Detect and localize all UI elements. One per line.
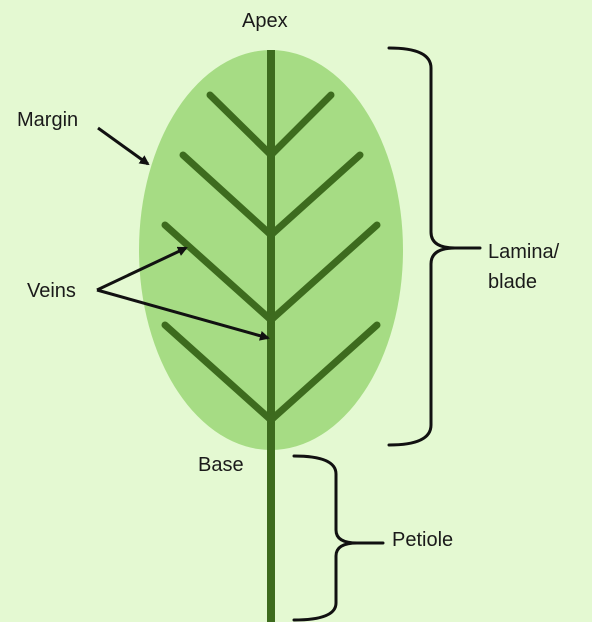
petiole-bracket [294, 456, 383, 620]
margin-arrow [98, 128, 148, 164]
label-lamina: Lamina/ blade [488, 237, 559, 297]
label-base: Base [198, 453, 244, 477]
label-lamina-line1: Lamina/ [488, 237, 559, 267]
label-margin: Margin [17, 108, 78, 132]
label-lamina-line2: blade [488, 267, 559, 297]
label-apex: Apex [242, 9, 288, 33]
label-petiole: Petiole [392, 528, 453, 552]
label-veins: Veins [27, 279, 76, 303]
